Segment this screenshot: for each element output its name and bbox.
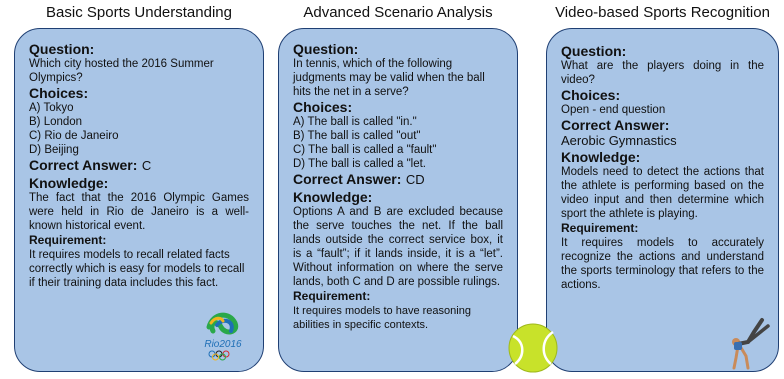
correct-answer-value: CD (405, 172, 425, 187)
choice-item: C) The ball is called a "fault" (293, 144, 437, 156)
knowledge-heading: Knowledge: (561, 149, 641, 165)
column-title-basic: Basic Sports Understanding (46, 4, 232, 21)
choice-item: D) Beijing (29, 144, 79, 156)
choice-item: A) Tokyo (29, 102, 74, 114)
column-title-video: Video-based Sports Recognition (555, 4, 770, 21)
choice-item: B) London (29, 116, 83, 128)
question-heading: Question: (293, 41, 359, 57)
basic-sports-card: Question: Which city hosted the 2016 Sum… (14, 28, 264, 372)
requirement-text: It requires models to accurately recogni… (561, 237, 764, 291)
knowledge-heading: Knowledge: (29, 175, 109, 191)
tennis-ball-icon (507, 322, 559, 374)
question-text: In tennis, which of the following judgme… (293, 58, 485, 98)
question-heading: Question: (29, 41, 95, 57)
rio-2016-logo-icon: Rio2016 (195, 305, 251, 361)
choices-list: A) Tokyo B) London C) Rio de Janeiro D) … (29, 101, 249, 157)
knowledge-heading: Knowledge: (293, 189, 373, 205)
svg-text:Rio2016: Rio2016 (204, 339, 242, 350)
correct-answer-value: Aerobic Gymnastics (561, 133, 677, 148)
correct-answer-value: C (141, 158, 152, 173)
choices-text: Open - end question (561, 104, 666, 116)
question-text: What are the players doing in the video? (561, 60, 764, 86)
knowledge-text: The fact that the 2016 Olympic Games wer… (29, 192, 249, 232)
choices-heading: Choices: (293, 99, 353, 115)
question-text: Which city hosted the 2016 Summer Olympi… (29, 58, 214, 84)
requirement-heading: Requirement: (561, 221, 639, 235)
correct-answer-heading: Correct Answer: (29, 157, 138, 173)
choice-item: C) Rio de Janeiro (29, 130, 119, 142)
advanced-scenario-card: Question: In tennis, which of the follow… (278, 28, 518, 372)
knowledge-text: Options A and B are excluded because the… (293, 206, 503, 288)
choices-heading: Choices: (561, 87, 621, 103)
requirement-heading: Requirement: (29, 233, 107, 247)
correct-answer-heading: Correct Answer: (293, 171, 402, 187)
video-recognition-card: Question: What are the players doing in … (546, 28, 779, 372)
requirement-heading: Requirement: (293, 289, 371, 303)
correct-answer: Correct Answer: CD (293, 171, 503, 189)
choice-item: A) The ball is called "in." (293, 116, 417, 128)
knowledge-text: Models need to detect the actions that t… (561, 166, 764, 220)
choice-item: D) The ball is called a "let. (293, 158, 426, 170)
correct-answer: Correct Answer: C (29, 157, 249, 175)
choices-heading: Choices: (29, 85, 89, 101)
choices-list: A) The ball is called "in." B) The ball … (293, 115, 503, 171)
column-title-advanced: Advanced Scenario Analysis (303, 4, 493, 21)
choice-item: B) The ball is called "out" (293, 130, 421, 142)
requirement-text: It requires models to recall related fac… (29, 249, 245, 289)
question-heading: Question: (561, 43, 627, 59)
gymnast-icon (714, 312, 774, 372)
correct-answer-heading: Correct Answer: (561, 117, 670, 133)
requirement-text: It requires models to have reasoning abi… (293, 305, 471, 331)
